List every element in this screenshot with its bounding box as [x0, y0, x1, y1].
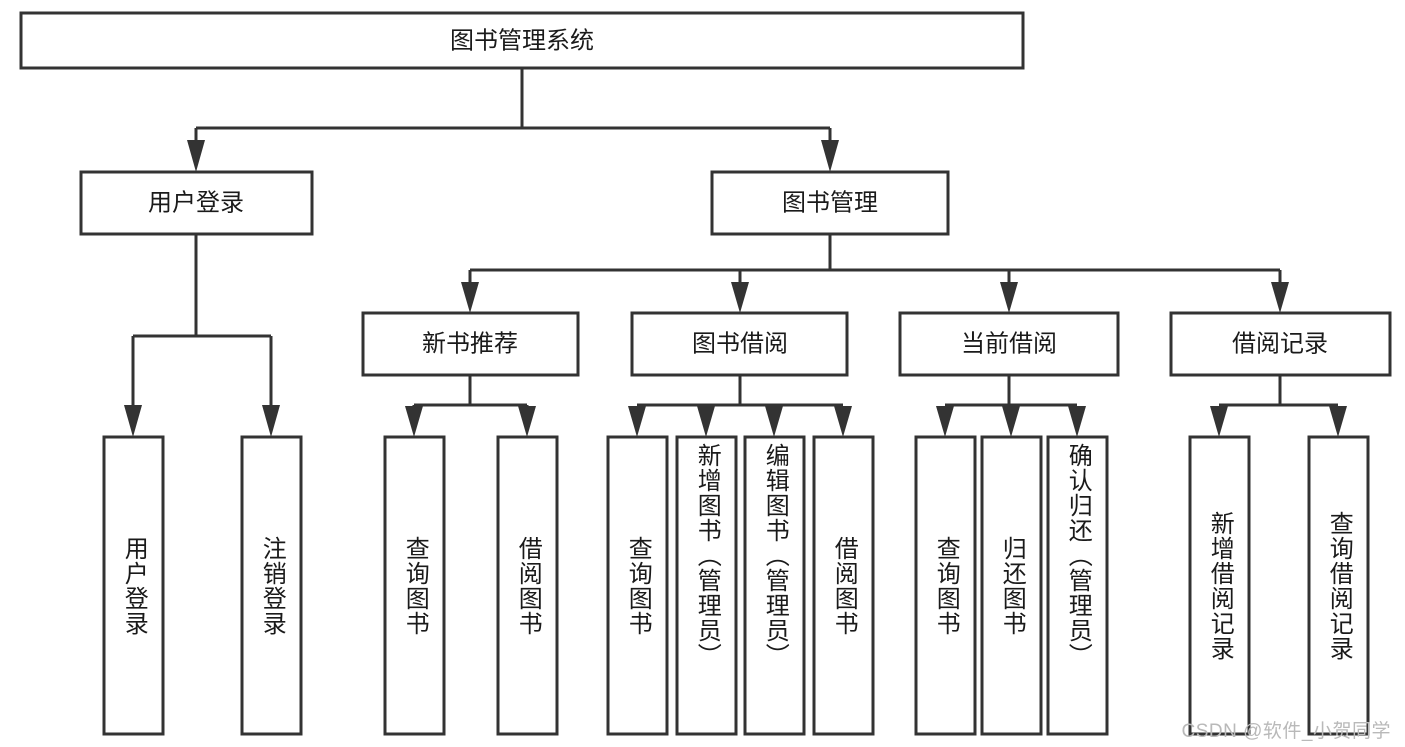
node-box-leaf-query-book-1[interactable]	[383, 435, 446, 736]
connector-group-borrow-record-to-leaves	[1210, 375, 1347, 437]
node-box-leaf-add-book[interactable]	[675, 435, 738, 736]
node-box-leaf-edit-book[interactable]	[743, 435, 806, 736]
connector-group-book-management-to-level3	[461, 234, 1289, 313]
arrow-head-borrow-record	[1271, 282, 1289, 313]
arrow-head-leaf-query-record	[1329, 406, 1347, 437]
node-label-root: 图书管理系统	[450, 27, 594, 54]
arrow-head-leaf-query-book-1	[405, 406, 423, 437]
node-label-current-borrow: 当前借阅	[961, 330, 1057, 357]
node-label-user-login: 用户登录	[148, 189, 244, 216]
arrow-head-user-login	[187, 140, 205, 172]
node-box-book-borrow[interactable]	[630, 311, 849, 377]
node-box-leaf-borrow-book-1[interactable]	[496, 435, 559, 736]
node-label-borrow-record: 借阅记录	[1232, 330, 1328, 357]
node-box-new-book-recommend[interactable]	[361, 311, 580, 377]
arrow-head-leaf-query-book-3	[936, 406, 954, 437]
connector-group-book-borrow-to-leaves	[628, 375, 852, 437]
node-box-leaf-logout-login[interactable]	[240, 435, 303, 736]
node-label-book-management: 图书管理	[782, 189, 878, 216]
arrow-head-leaf-add-record	[1210, 406, 1228, 437]
connector-group-new-book-recommend-to-leaves	[405, 375, 536, 437]
arrow-head-leaf-return-book	[1002, 406, 1020, 437]
arrow-head-current-borrow	[1000, 282, 1018, 313]
arrow-head-leaf-query-book-2	[628, 406, 646, 437]
connector-group-root-to-level2	[187, 68, 839, 172]
node-box-book-management[interactable]	[710, 170, 950, 236]
arrow-head-leaf-edit-book	[765, 406, 783, 437]
node-box-leaf-user-login[interactable]	[102, 435, 165, 736]
arrow-head-leaf-logout-login	[262, 405, 280, 437]
node-box-user-login[interactable]	[79, 170, 314, 236]
node-box-leaf-add-record[interactable]	[1188, 435, 1251, 736]
arrow-head-new-book-recommend	[461, 282, 479, 313]
node-box-leaf-borrow-book-2[interactable]	[812, 435, 875, 736]
arrow-head-leaf-borrow-book-1	[518, 406, 536, 437]
node-box-leaf-return-book[interactable]	[980, 435, 1043, 736]
node-box-leaf-query-book-3[interactable]	[914, 435, 977, 736]
arrow-head-leaf-borrow-book-2	[834, 406, 852, 437]
node-label-new-book-recommend: 新书推荐	[422, 330, 518, 357]
watermark-label: CSDN @软件_小贺同学	[1181, 721, 1391, 742]
arrow-head-leaf-confirm-return	[1068, 406, 1086, 437]
node-box-leaf-query-record[interactable]	[1307, 435, 1370, 736]
arrow-head-leaf-user-login	[124, 405, 142, 437]
node-label-book-borrow: 图书借阅	[692, 330, 788, 357]
arrow-head-book-management	[821, 140, 839, 172]
connector-group-user-login-to-leaves	[124, 234, 280, 437]
node-box-leaf-query-book-2[interactable]	[606, 435, 669, 736]
arrow-head-book-borrow	[731, 282, 749, 313]
connector-group-current-borrow-to-leaves	[936, 375, 1086, 437]
node-box-leaf-confirm-return[interactable]	[1046, 435, 1109, 736]
node-box-current-borrow[interactable]	[898, 311, 1120, 377]
node-box-borrow-record[interactable]	[1169, 311, 1392, 377]
arrow-head-leaf-add-book	[697, 406, 715, 437]
node-box-root[interactable]	[19, 11, 1025, 70]
